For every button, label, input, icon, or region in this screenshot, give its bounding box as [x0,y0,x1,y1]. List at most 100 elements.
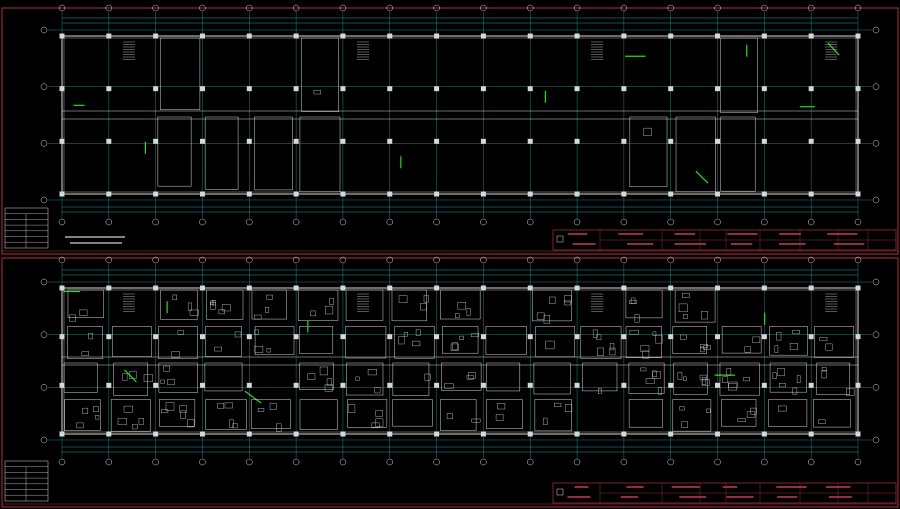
fixture [652,370,657,378]
structural-column [761,191,767,197]
fixture [95,415,100,420]
axis-bubble [152,256,159,264]
room [673,362,708,395]
axis-bubble [339,256,347,264]
axis-bubble [58,458,66,466]
fixture [629,300,637,304]
structural-column [574,138,580,144]
title-block-text [727,233,758,235]
structural-column [106,191,112,197]
fixture [564,404,573,412]
axis-bubble [620,256,628,264]
axis-bubble [433,4,440,12]
room [814,326,855,358]
fixture [221,304,231,312]
title-block-text [779,233,801,235]
fixture [598,388,602,394]
structural-column [621,334,627,340]
fixture [680,334,687,340]
fixture [640,367,647,372]
structural-column [199,334,205,340]
structural-column [59,33,65,39]
fixture [679,406,685,411]
fixture [412,340,421,347]
structural-column [855,285,861,291]
room [299,326,334,354]
fixture [629,329,639,335]
structural-column [387,191,393,197]
fixture [466,375,474,380]
room [113,362,149,396]
structural-column [340,382,346,388]
axis-bubble [199,458,206,466]
structural-column [715,191,721,197]
fixture [423,294,429,303]
structural-column [715,431,721,437]
fixture [777,368,785,376]
axis-bubble [872,278,880,286]
structural-column [668,86,674,92]
structural-column [715,285,721,291]
axis-bubble [40,140,48,147]
axis-bubble [152,458,159,466]
structural-column [480,86,486,92]
fixture [776,331,782,341]
axis-bubble [620,458,628,466]
room [297,289,339,321]
fixture [497,403,506,410]
axis-bubble [58,256,66,264]
axis-bubble [246,256,253,264]
axis-bubble [40,278,48,286]
structural-column [199,382,205,388]
room [345,326,387,359]
fixture [825,343,833,351]
axis-bubble [40,384,48,391]
room [532,289,572,322]
axis-bubble [854,218,862,226]
fixture [367,369,377,376]
fixture [123,405,133,413]
axis-bubble [246,458,253,466]
room [628,399,663,428]
fixture [347,404,356,413]
axis-bubble [386,256,394,264]
axis-bubble [40,26,48,34]
fixture [752,336,761,343]
structural-column [293,285,299,291]
fixture [545,340,555,350]
room [206,289,244,320]
structural-column [153,334,159,340]
fixture [549,296,556,304]
structural-column [153,86,159,92]
structural-column [434,33,440,39]
structural-column [199,191,205,197]
axis-bubble [292,458,300,466]
structural-column [808,382,814,388]
fixture [172,294,177,301]
fixture [355,376,360,381]
structural-column [153,33,159,39]
logo-icon [556,235,564,243]
room [672,399,712,432]
structural-column [153,431,159,437]
structural-column [59,334,65,340]
title-block-text [827,233,858,235]
structural-column [153,138,159,144]
axis-bubble [433,256,440,264]
structural-column [761,138,767,144]
structural-column [527,191,533,197]
room [254,116,293,191]
structural-column [480,191,486,197]
room [64,399,101,431]
axis-bubble [40,436,48,444]
fixture [211,300,217,306]
structural-column [715,382,721,388]
structural-column [761,33,767,39]
structural-column [387,138,393,144]
fixture [728,381,738,388]
structural-column [527,138,533,144]
fixture [703,345,711,350]
axis-bubble [807,218,815,226]
structural-column [293,382,299,388]
